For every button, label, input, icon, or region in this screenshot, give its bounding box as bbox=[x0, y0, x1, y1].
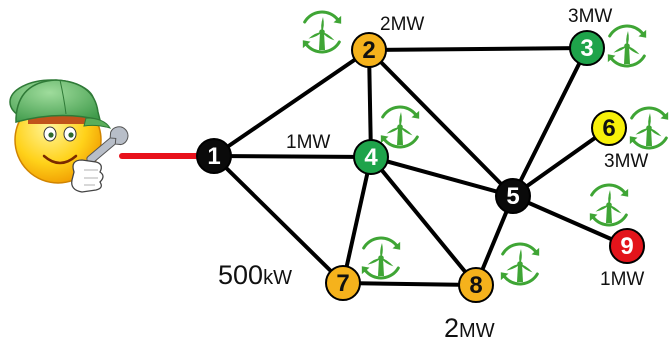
bus-node-4: 4 bbox=[353, 139, 389, 175]
wind-turbine-icon bbox=[500, 242, 540, 286]
bus-node-label: 8 bbox=[469, 272, 482, 299]
bus-node-circle bbox=[591, 110, 627, 146]
edge-4-7 bbox=[341, 155, 373, 285]
capacity-label-node2: 2MW bbox=[380, 14, 424, 35]
bus-node-circle bbox=[495, 178, 531, 214]
bus-node-1: 1 bbox=[196, 138, 232, 174]
bus-node-6: 6 bbox=[591, 110, 627, 146]
bus-node-2: 2 bbox=[351, 32, 387, 68]
edge-1-2 bbox=[212, 48, 371, 158]
nodes-layer: 1 2 3 4 5 6 7 8 9 bbox=[196, 30, 645, 303]
edge-2-5 bbox=[367, 48, 515, 198]
capacity-unit-node7: kW bbox=[263, 267, 292, 289]
wind-turbine-icon bbox=[302, 10, 342, 54]
edge-1-7 bbox=[212, 154, 345, 285]
bus-node-circle bbox=[196, 138, 232, 174]
capacity-unit-node8: MW bbox=[459, 320, 495, 342]
turbines-layer bbox=[302, 10, 669, 286]
capacity-label-node8: 2MW bbox=[444, 313, 495, 343]
edge-5-6 bbox=[511, 126, 611, 198]
bus-node-label: 3 bbox=[580, 35, 593, 62]
bus-node-label: 5 bbox=[506, 183, 519, 210]
bus-node-label: 4 bbox=[364, 144, 378, 171]
wind-turbine-icon bbox=[361, 236, 401, 280]
capacity-label-node4: 1MW bbox=[286, 132, 330, 153]
bus-node-circle bbox=[609, 228, 645, 264]
edge-3-5 bbox=[511, 46, 589, 198]
capacity-label-node9: 1MW bbox=[600, 269, 644, 290]
edge-4-8 bbox=[369, 155, 478, 287]
bus-node-7: 7 bbox=[325, 265, 361, 301]
bus-node-5: 5 bbox=[495, 178, 531, 214]
wind-turbine-icon bbox=[589, 183, 629, 227]
edge-1-4 bbox=[212, 154, 373, 159]
bus-node-circle bbox=[353, 139, 389, 175]
capacity-value-node7: 500 bbox=[218, 260, 263, 290]
bus-node-9: 9 bbox=[609, 228, 645, 264]
engineer-mascot-icon bbox=[9, 79, 129, 193]
capacity-label-node3: 3MW bbox=[568, 6, 612, 27]
capacity-label-node6: 3MW bbox=[604, 151, 648, 172]
capacity-label-node7: 500kW bbox=[218, 260, 292, 290]
edge-2-3 bbox=[367, 46, 589, 52]
bus-node-label: 6 bbox=[602, 115, 615, 142]
bus-node-circle bbox=[351, 32, 387, 68]
edge-5-9 bbox=[511, 194, 629, 248]
bus-node-circle bbox=[458, 267, 494, 303]
bus-node-label: 7 bbox=[336, 270, 349, 297]
bus-node-label: 1 bbox=[207, 143, 220, 170]
capacity-labels: 2MW 3MW 1MW 3MW 1MW 500kW 2MW bbox=[218, 6, 648, 343]
edge-4-5 bbox=[369, 155, 515, 198]
wind-turbine-icon bbox=[380, 105, 420, 149]
bus-node-8: 8 bbox=[458, 267, 494, 303]
wind-turbine-icon bbox=[629, 106, 669, 150]
wind-turbine-icon bbox=[607, 24, 647, 68]
capacity-value-node8: 2 bbox=[444, 313, 459, 343]
edge-7-8 bbox=[341, 281, 478, 287]
bus-node-label: 2 bbox=[362, 37, 375, 64]
bus-node-3: 3 bbox=[569, 30, 605, 66]
bus-node-circle bbox=[325, 265, 361, 301]
edges-layer bbox=[212, 46, 629, 287]
bus-node-circle bbox=[569, 30, 605, 66]
bus-node-label: 9 bbox=[620, 233, 633, 260]
